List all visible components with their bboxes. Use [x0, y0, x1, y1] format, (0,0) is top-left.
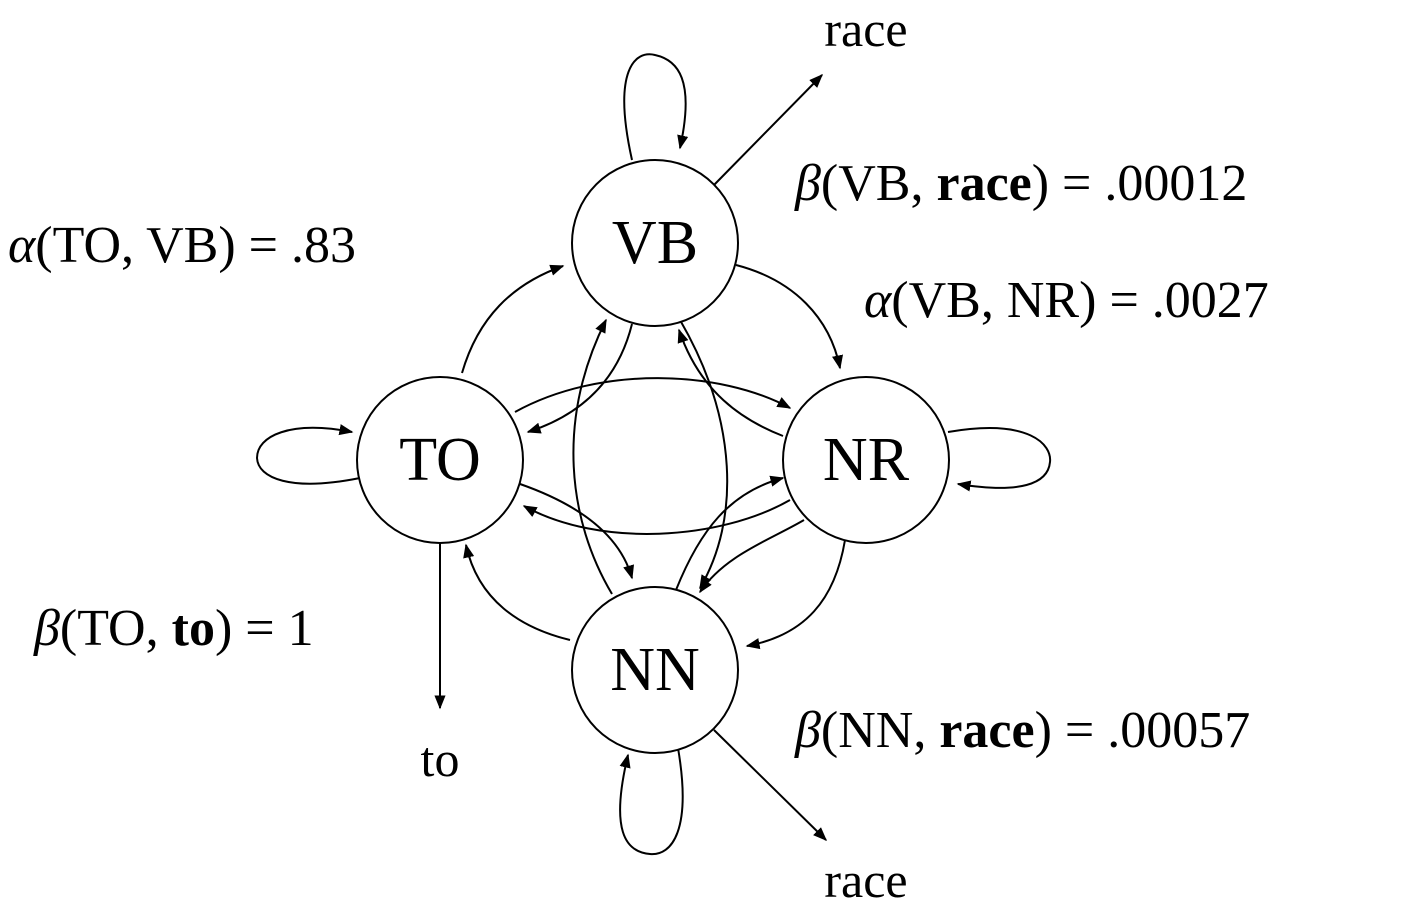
- edge-nn-to-nr: [675, 475, 785, 591]
- node-vb-label: VB: [612, 209, 698, 277]
- nodes: VB TO NR NN: [356, 159, 950, 754]
- eq-beta-vb-race: β(VB, race) = .00012: [794, 155, 1247, 212]
- eq-beta-to-to: β(TO, to) = 1: [33, 600, 314, 657]
- node-nn-label: NN: [610, 636, 700, 704]
- edge-nn-self-loop: [619, 747, 684, 856]
- edge-nr-to-nn-outer: [745, 539, 846, 650]
- output-word-to: to: [421, 731, 460, 787]
- node-nr-label: NR: [823, 426, 910, 494]
- output-word-nn-race: race: [824, 852, 907, 906]
- eq-beta-nn-race: β(NN, race) = .00057: [794, 702, 1250, 759]
- edge-nn-to-vb: [572, 318, 613, 595]
- node-to-label: TO: [399, 426, 481, 494]
- edge-vb-to-nr: [735, 264, 844, 370]
- node-vb: VB: [571, 159, 739, 327]
- edge-nr-to-to: [522, 499, 791, 535]
- node-to: TO: [356, 376, 524, 544]
- edge-vb-to-to: [526, 323, 633, 434]
- edge-to-to-nn: [519, 483, 634, 580]
- edge-nn-emits-race: [713, 729, 827, 841]
- edge-nn-to-to: [463, 543, 571, 641]
- eq-alpha-to-vb: α(TO, VB) = .83: [8, 217, 356, 274]
- edges: [255, 53, 1052, 856]
- edge-to-to-vb: [461, 264, 565, 374]
- edge-to-self-loop: [255, 424, 361, 485]
- edge-vb-self-loop: [623, 53, 689, 161]
- edge-vb-emits-race: [713, 74, 823, 186]
- edge-nr-self-loop: [947, 427, 1052, 492]
- node-nn: NN: [571, 586, 739, 754]
- output-word-vb-race: race: [824, 1, 907, 57]
- edge-nr-to-nn: [699, 519, 805, 594]
- node-nr: NR: [782, 376, 950, 544]
- eq-alpha-vb-nr: α(VB, NR) = .0027: [864, 272, 1269, 329]
- edge-nr-to-vb: [677, 328, 784, 437]
- edge-to-to-nr: [514, 377, 792, 413]
- edge-vb-to-nn: [679, 319, 729, 590]
